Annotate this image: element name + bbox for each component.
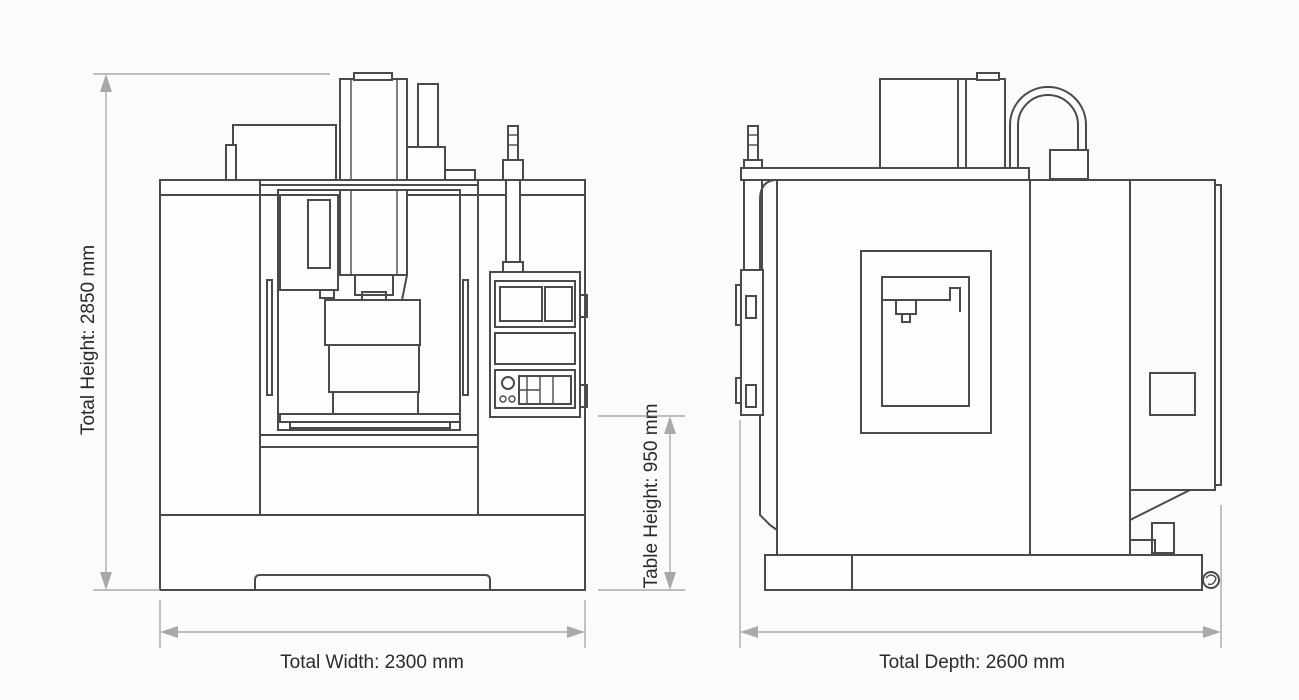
control-panel bbox=[489, 271, 581, 418]
total-width-label: Total Width: 2300 mm bbox=[280, 652, 464, 673]
front-view bbox=[159, 72, 588, 591]
side-cabinet bbox=[776, 179, 1031, 556]
side-view bbox=[735, 72, 1222, 591]
table-height-label: Table Height: 950 mm bbox=[641, 404, 662, 589]
dimension-lines bbox=[93, 73, 1222, 648]
total-height-label: Total Height: 2850 mm bbox=[78, 245, 99, 435]
total-depth-label: Total Depth: 2600 mm bbox=[879, 652, 1065, 673]
